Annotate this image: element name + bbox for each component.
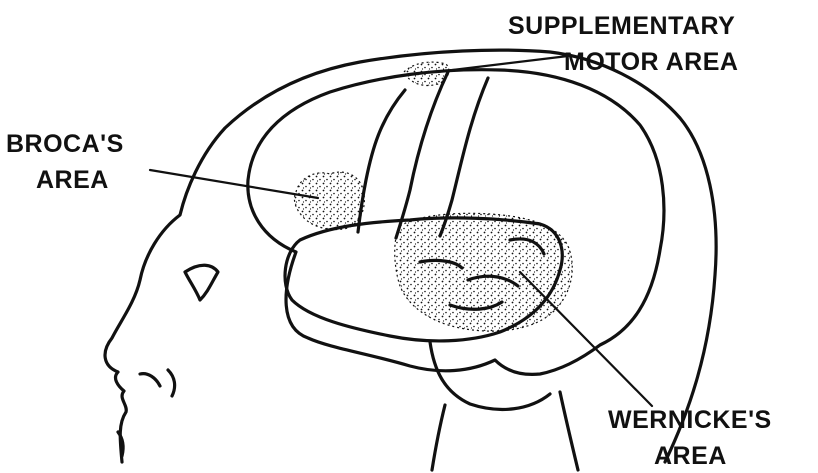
- neck-back: [560, 392, 578, 470]
- postcentral-sulcus: [440, 78, 488, 236]
- label-broca-line2: AREA: [36, 166, 109, 194]
- mouth: [168, 370, 175, 396]
- nostril: [140, 374, 160, 386]
- label-broca-line1: BROCA'S: [6, 130, 124, 158]
- supplementary-motor-region: [404, 62, 449, 85]
- wernicke-area-region: [395, 213, 573, 331]
- broca-pointer: [150, 170, 318, 198]
- precentral-sulcus: [358, 90, 405, 232]
- broca-area-region: [294, 172, 364, 230]
- eye: [185, 265, 218, 300]
- label-wernicke-line2: AREA: [654, 442, 727, 470]
- wernicke-pointer: [520, 272, 652, 406]
- label-supplementary-line2: MOTOR AREA: [564, 48, 738, 76]
- label-supplementary-line1: SUPPLEMENTARY: [508, 12, 735, 40]
- neck-front: [432, 405, 445, 470]
- label-wernicke-line1: WERNICKE'S: [608, 406, 772, 434]
- central-sulcus: [396, 72, 448, 238]
